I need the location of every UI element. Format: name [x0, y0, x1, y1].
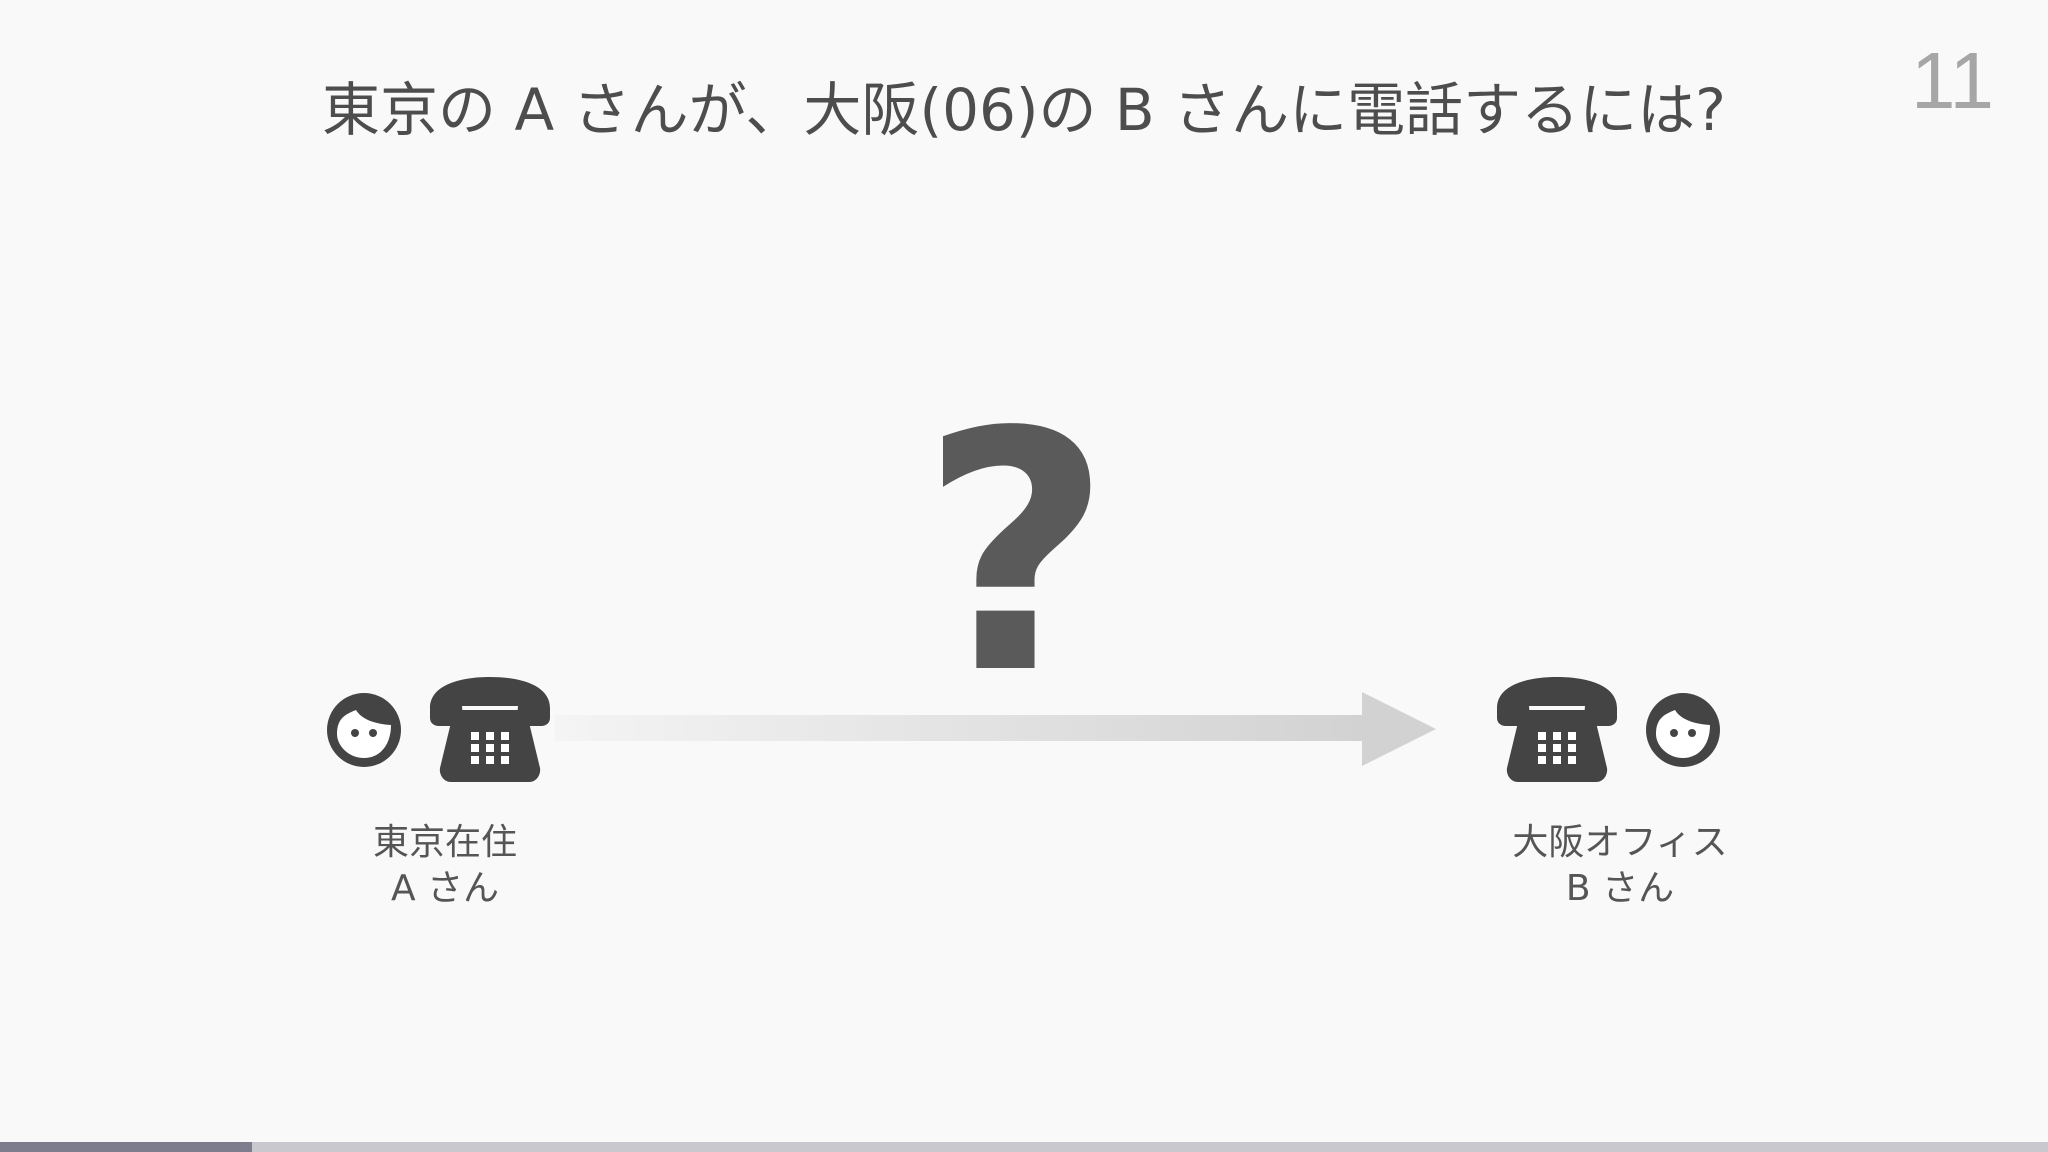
caller-label: 東京在住 A さん: [285, 820, 605, 912]
callee-label: 大阪オフィス B さん: [1460, 820, 1780, 912]
caller-name: A さん: [390, 868, 500, 909]
telephone-icon: [430, 677, 550, 782]
person-icon: [1646, 693, 1720, 767]
slide-number: 11: [1910, 36, 1994, 125]
slide-title: 東京の A さんが、大阪(06)の B さんに電話するには?: [322, 76, 1726, 144]
slide-progress-bar: [0, 1142, 2048, 1152]
question-mark-icon: ?: [920, 362, 1111, 746]
telephone-icon: [1497, 677, 1617, 782]
caller-location: 東京在住: [372, 822, 517, 863]
slide-progress-fill: [0, 1142, 252, 1152]
person-icon: [327, 693, 401, 767]
arrow-right-icon: [555, 692, 1436, 766]
callee-location: 大阪オフィス: [1512, 822, 1728, 863]
callee-name: B さん: [1565, 868, 1675, 909]
